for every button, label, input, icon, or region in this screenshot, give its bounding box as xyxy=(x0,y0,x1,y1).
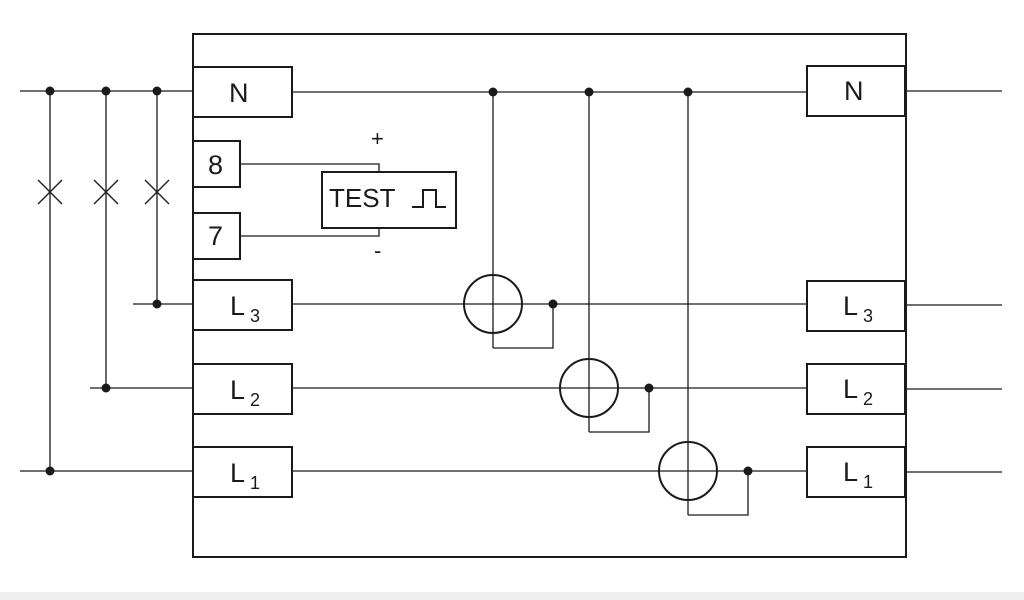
test-wire-7 xyxy=(240,228,380,237)
terminal-label: 7 xyxy=(208,221,223,251)
terminal-l3-in: L 3 xyxy=(192,279,293,331)
terminal-label: L xyxy=(230,375,245,405)
terminal-label: L xyxy=(230,291,245,321)
test-button[interactable]: TEST xyxy=(321,171,457,229)
terminal-n-in: N xyxy=(192,66,293,118)
bottom-strip xyxy=(0,592,1024,600)
test-wire-8 xyxy=(240,163,380,172)
current-transformer-l3 xyxy=(463,274,523,334)
terminal-l2-out: L 2 xyxy=(806,363,906,415)
junction-dot xyxy=(45,86,55,96)
junction-dot xyxy=(45,466,55,476)
cross-marker-l3 xyxy=(144,179,170,205)
cross-marker-l2 xyxy=(93,179,119,205)
junction-dot xyxy=(152,299,162,309)
terminal-label: L xyxy=(843,374,858,404)
junction-dot xyxy=(152,86,162,96)
terminal-subscript: 2 xyxy=(250,390,260,410)
device-housing xyxy=(192,33,907,558)
test-plus-sign: + xyxy=(371,126,384,151)
terminal-label: 8 xyxy=(208,150,223,180)
junction-dot xyxy=(101,383,111,393)
terminal-label: L xyxy=(843,457,858,487)
terminal-7: 7 xyxy=(192,212,241,260)
terminal-label: L xyxy=(230,458,245,488)
test-button-label: TEST xyxy=(329,183,396,213)
terminal-subscript: 3 xyxy=(863,306,873,326)
test-minus-sign: - xyxy=(374,238,381,263)
junction-dot xyxy=(743,466,753,476)
terminal-8: 8 xyxy=(192,140,241,188)
junction-dot xyxy=(644,383,654,393)
junction-dot xyxy=(548,299,558,309)
junction-dot xyxy=(584,87,594,97)
terminal-l3-out: L 3 xyxy=(806,280,906,332)
cross-marker-l1 xyxy=(37,179,63,205)
terminal-subscript: 3 xyxy=(250,306,260,326)
current-transformer-l1 xyxy=(658,441,718,501)
terminal-label: N xyxy=(229,78,249,108)
junction-dot xyxy=(683,87,693,97)
terminal-n-out: N xyxy=(806,65,906,117)
terminal-subscript: 2 xyxy=(863,389,873,409)
terminal-subscript: 1 xyxy=(863,472,873,492)
sense-loop-l2 xyxy=(589,388,650,433)
terminal-subscript: 1 xyxy=(250,473,260,493)
pulse-icon xyxy=(412,189,446,208)
sense-loop-l3 xyxy=(493,304,554,349)
sense-loop-l1 xyxy=(688,471,749,516)
current-transformer-l2 xyxy=(559,358,619,418)
terminal-label: N xyxy=(844,76,864,106)
junction-dot xyxy=(101,86,111,96)
terminal-l1-out: L 1 xyxy=(806,446,906,498)
junction-dot xyxy=(488,87,498,97)
terminal-label: L xyxy=(843,291,858,321)
terminal-l1-in: L 1 xyxy=(192,446,293,498)
terminal-l2-in: L 2 xyxy=(192,363,293,415)
